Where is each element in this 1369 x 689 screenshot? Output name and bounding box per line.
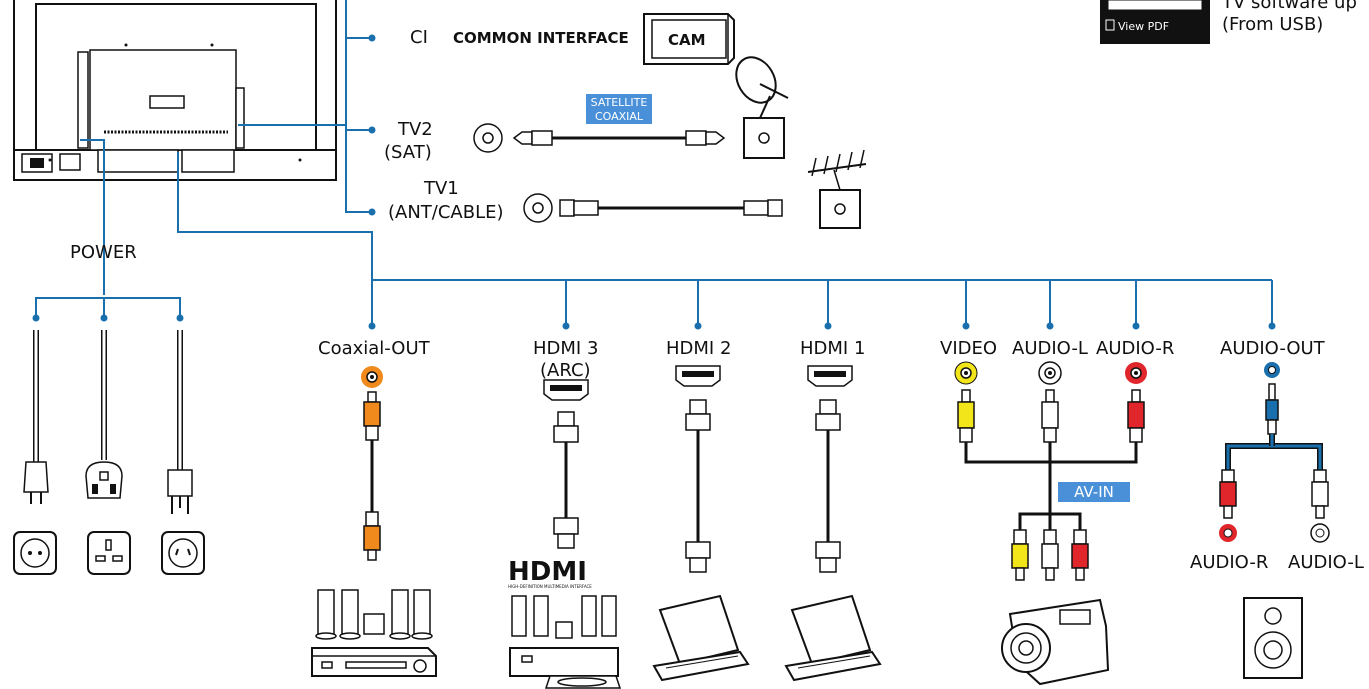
view-pdf-label: View PDF	[1118, 20, 1169, 33]
audio-out-jack-icon	[1264, 362, 1280, 378]
audio-r-bottom-label: AUDIO-R	[1190, 552, 1268, 573]
hdmi3-arc-label: (ARC)	[540, 360, 591, 381]
hdmi3-port-icon	[543, 379, 589, 401]
ci-prefix-label: CI	[410, 27, 428, 48]
svg-text:COAXIAL: COAXIAL	[595, 110, 644, 123]
svg-text:SATELLITE: SATELLITE	[591, 96, 648, 109]
hdmi3-cable-icon	[553, 411, 579, 549]
hdmi3-label: HDMI 3	[533, 338, 598, 359]
home-theater-icon	[311, 589, 437, 677]
laptop-icon-hdmi1	[784, 594, 882, 682]
coaxial-out-label: Coaxial-OUT	[318, 338, 431, 359]
tv2-sat-label: (SAT)	[384, 142, 432, 163]
coaxial-cable-icon	[363, 391, 381, 561]
av-jacks	[954, 361, 1147, 385]
connection-lines	[32, 0, 1276, 330]
audio-l-bottom-label: AUDIO-L	[1288, 552, 1364, 573]
svg-text:AV-IN: AV-IN	[1074, 483, 1114, 501]
satellite-cable-icon	[512, 130, 726, 146]
hdmi1-cable-icon	[815, 399, 841, 573]
blu-ray-system-icon	[509, 595, 622, 689]
tv2-label: TV2	[397, 119, 433, 140]
tv1-label: TV1	[423, 178, 459, 199]
pdf-icon	[1105, 19, 1115, 31]
speaker-icon	[1243, 597, 1303, 679]
antenna-cable-icon	[559, 199, 783, 217]
audio-out-label: AUDIO-OUT	[1220, 338, 1326, 359]
hdmi2-cable-icon	[685, 399, 711, 573]
from-usb-label: (From USB)	[1222, 14, 1323, 35]
hdmi1-port-icon	[807, 365, 853, 387]
tv2-row: TV2 (SAT) SATELLITE COAXIAL	[384, 56, 789, 163]
ci-row: CI COMMON INTERFACE CAM	[410, 13, 735, 65]
laptop-icon-hdmi2	[652, 594, 750, 682]
audio-out-cable-icon	[1219, 383, 1329, 519]
hdmi2-label: HDMI 2	[666, 338, 731, 359]
hdmi1-label: HDMI 1	[800, 338, 865, 359]
tv1-row: TV1 (ANT/CABLE)	[388, 149, 867, 229]
cam-module-icon: CAM	[643, 13, 735, 65]
audio-out-lr-jacks	[1219, 523, 1330, 543]
tv1-ant-label: (ANT/CABLE)	[388, 202, 504, 223]
power-label: POWER	[70, 242, 137, 263]
camcorder-icon	[1001, 598, 1110, 686]
hdmi2-port-icon	[675, 365, 721, 387]
common-interface-label: COMMON INTERFACE	[453, 29, 629, 47]
audio-l-label: AUDIO-L	[1012, 338, 1088, 359]
power-sockets	[13, 531, 205, 575]
cam-label: CAM	[668, 31, 706, 49]
audio-r-label: AUDIO-R	[1096, 338, 1174, 359]
tv1-connector-icon	[523, 193, 553, 223]
svg-text:HIGH-DEFINITION MULTIMEDIA INT: HIGH-DEFINITION MULTIMEDIA INTERFACE	[508, 584, 592, 589]
power-cables	[23, 330, 193, 514]
svg-text:HDMI: HDMI	[508, 557, 587, 587]
hdmi-logo: HDMI HIGH-DEFINITION MULTIMEDIA INTERFAC…	[508, 557, 592, 589]
satellite-dish-icon	[735, 56, 789, 159]
software-update-note: View PDF TV software up (From USB)	[1100, 0, 1357, 44]
tv2-connector-icon	[473, 123, 503, 153]
antenna-icon	[807, 149, 867, 229]
av-cable-icon	[957, 389, 1145, 581]
software-update-label: TV software up	[1221, 0, 1357, 13]
coaxial-out-jack-icon	[361, 366, 383, 388]
av-in-badge: AV-IN	[1058, 482, 1130, 502]
video-label: VIDEO	[940, 338, 997, 359]
tv-back-panel	[13, 0, 337, 181]
satellite-coaxial-badge: SATELLITE COAXIAL	[586, 94, 652, 124]
